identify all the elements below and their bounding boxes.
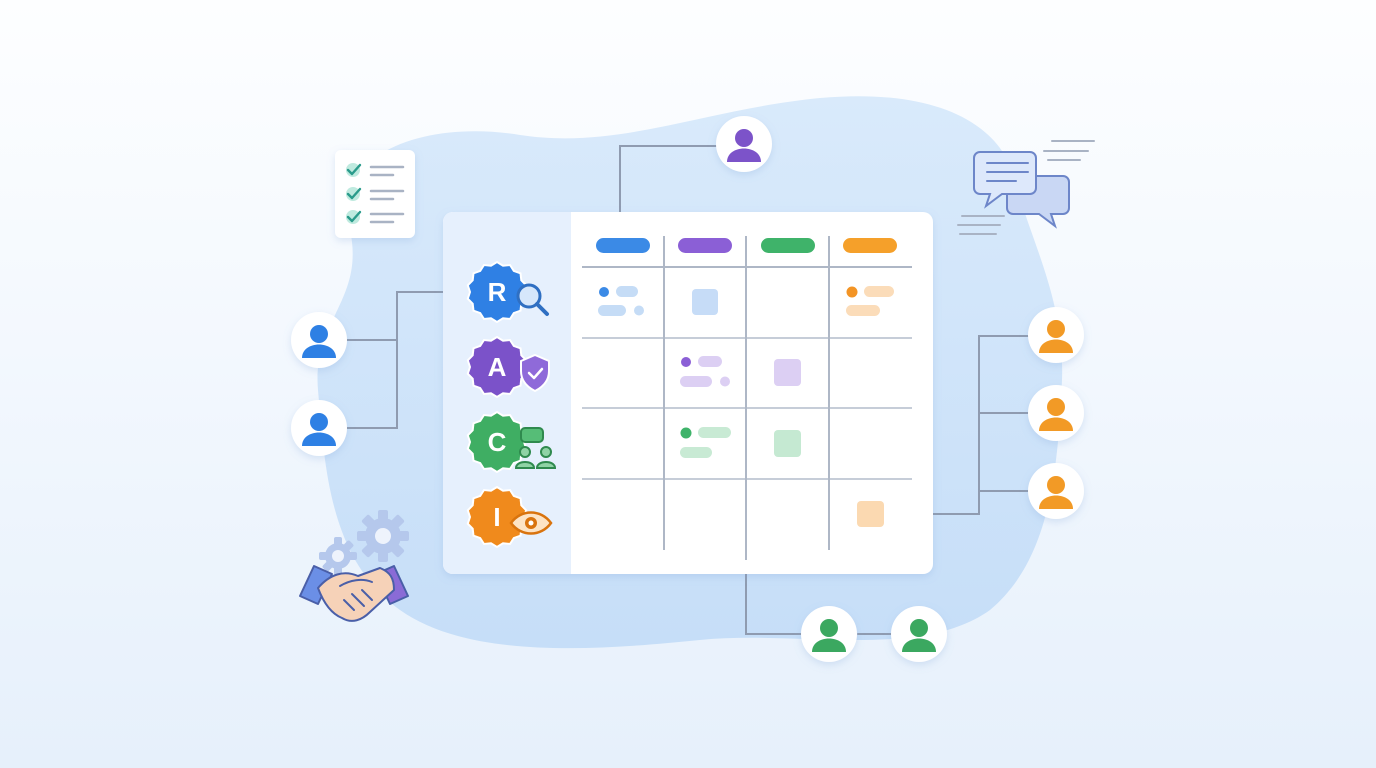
role-badge	[466, 485, 528, 549]
role-letter: R	[488, 277, 507, 307]
person-avatar-green	[801, 606, 857, 662]
chat-bubbles-icon	[957, 140, 1095, 235]
cell-entry-blue	[598, 286, 644, 316]
raci-role-r: R	[466, 260, 549, 324]
person-avatar-green	[891, 606, 947, 662]
role-badge	[466, 335, 528, 399]
person-avatar-orange	[1028, 307, 1084, 363]
handshake-icon	[299, 565, 409, 622]
person-icon	[1047, 476, 1065, 494]
cell-entry-green	[680, 427, 731, 458]
raci-role-i: I	[466, 485, 553, 549]
cell-square-purple	[774, 359, 801, 386]
cell-square-green	[774, 430, 801, 457]
cell-square-blue	[692, 289, 718, 315]
raci-role-a: A	[466, 335, 550, 399]
role-badge	[466, 410, 528, 474]
raci-role-c: C	[466, 410, 557, 474]
cell-entry-purple	[680, 356, 730, 387]
magnifier-icon	[516, 283, 549, 316]
checklist-icon	[335, 150, 415, 238]
person-avatar-orange	[1028, 385, 1084, 441]
column-headers	[596, 238, 897, 253]
role-badge	[466, 260, 528, 324]
person-avatar-purple	[716, 116, 772, 172]
consult-group-icon	[514, 427, 557, 469]
role-letter: C	[488, 427, 507, 457]
matrix-cells	[598, 286, 894, 527]
column-header-pill	[761, 238, 815, 253]
column-header-pill	[596, 238, 650, 253]
people	[291, 116, 1084, 662]
cell-square-orange	[857, 501, 884, 527]
person-icon	[820, 619, 838, 637]
role-letter: I	[493, 502, 500, 532]
person-icon	[1047, 320, 1065, 338]
column-header-pill	[678, 238, 732, 253]
gears-icon	[319, 510, 409, 575]
person-icon	[910, 619, 928, 637]
person-icon	[310, 413, 328, 431]
person-icon	[1047, 398, 1065, 416]
person-icon	[310, 325, 328, 343]
column-header-pill	[843, 238, 897, 253]
role-letter: A	[488, 352, 507, 382]
person-avatar-blue	[291, 400, 347, 456]
eye-icon	[509, 511, 553, 535]
matrix-grid	[582, 236, 912, 560]
cell-entry-orange	[846, 286, 894, 316]
person-icon	[735, 129, 753, 147]
shield-check-icon	[520, 353, 550, 393]
person-avatar-blue	[291, 312, 347, 368]
person-avatar-orange	[1028, 463, 1084, 519]
raci-roles: R A C I	[466, 260, 557, 549]
